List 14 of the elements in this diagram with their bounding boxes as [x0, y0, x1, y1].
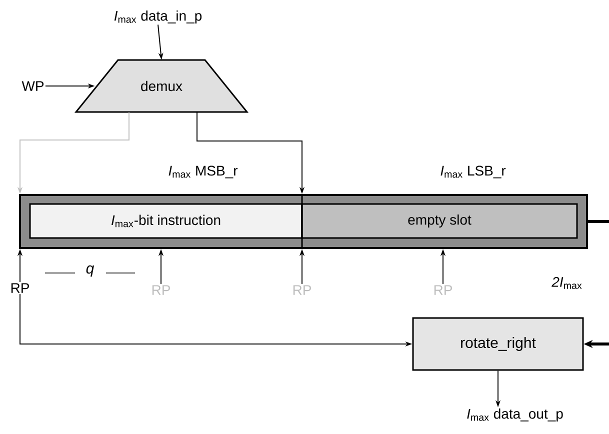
- dimension-label: q: [86, 265, 94, 277]
- signal-label: WP: [22, 81, 44, 91]
- pointer-label: RP: [152, 285, 170, 295]
- register-label: I$_{max}$ LSB_r: [440, 166, 506, 178]
- pointer-label: RP: [11, 283, 29, 293]
- pointer-label: RP: [434, 285, 452, 295]
- register-label: I$_{max}$ MSB_r: [168, 166, 238, 178]
- instruction-slot: I$_{max}$-bit instruction: [29, 203, 303, 239]
- port-label: I$_{max}$ data_in_p: [114, 10, 202, 24]
- register-label: 2I$_{max}$: [552, 276, 582, 290]
- empty-slot: empty slot: [301, 203, 578, 239]
- port-label: I$_{max}$ data_out_p: [467, 408, 563, 422]
- pointer-label: RP: [293, 285, 311, 295]
- rotate-box: rotate_right: [412, 317, 584, 371]
